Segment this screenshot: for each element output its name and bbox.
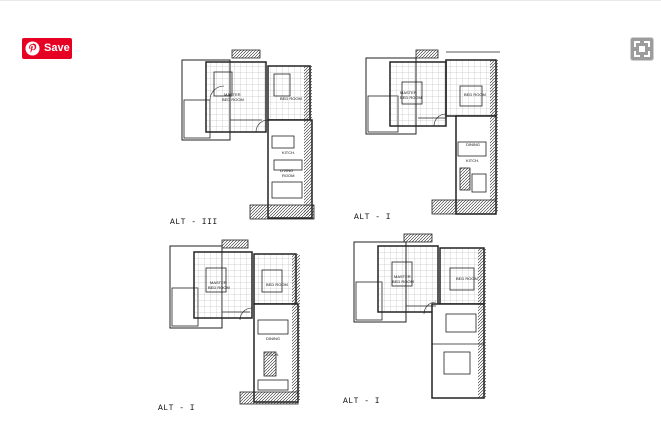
floor-plan-alt-i-bottom-right: MASTER BED ROOM BED ROOM — [353, 233, 486, 399]
room-label: ROOM — [282, 173, 294, 178]
plan-caption: ALT - I — [343, 397, 381, 406]
plan-caption: ALT - I — [158, 404, 196, 413]
room-label: BED ROOM — [464, 92, 486, 97]
room-label: KITCH. — [282, 150, 295, 155]
pinterest-save-button[interactable]: Save — [22, 38, 72, 59]
room-label: BED ROOM — [222, 97, 244, 102]
room-label: DINING — [266, 336, 280, 341]
room-label: DINING — [466, 142, 480, 147]
room-label: LIVING — [280, 168, 293, 173]
room-label: MASTER — [224, 92, 241, 97]
floor-plan-alt-i-bottom-left: MASTER BED ROOM BED ROOM DINING KITCH. — [169, 239, 300, 405]
floor-plan-alt-iii: MASTER BED ROOM BED ROOM KITCH. LIVING R… — [181, 49, 315, 220]
floor-plan-alt-i-top: MASTER BED ROOM BED ROOM DINING KITCH. — [365, 49, 500, 215]
room-label: BED ROOM — [266, 282, 288, 287]
save-button-label: Save — [44, 42, 70, 54]
plan-caption: ALT - I — [354, 213, 392, 222]
room-label: MASTER — [400, 90, 417, 95]
room-label: BED ROOM — [392, 279, 414, 284]
room-label: MASTER — [210, 280, 227, 285]
room-label: BED ROOM — [400, 95, 422, 100]
room-label: BED ROOM — [280, 96, 302, 101]
pinterest-p-icon — [25, 41, 40, 56]
expand-fullscreen-icon — [634, 41, 650, 57]
expand-button[interactable] — [630, 37, 654, 61]
plan-caption: ALT - III — [170, 218, 218, 227]
room-label: MASTER — [394, 274, 411, 279]
top-divider — [0, 0, 661, 1]
room-label: BED ROOM — [208, 285, 230, 290]
room-label: KITCH. — [266, 352, 279, 357]
room-label: BED ROOM — [456, 276, 478, 281]
room-label: KITCH. — [466, 158, 479, 163]
